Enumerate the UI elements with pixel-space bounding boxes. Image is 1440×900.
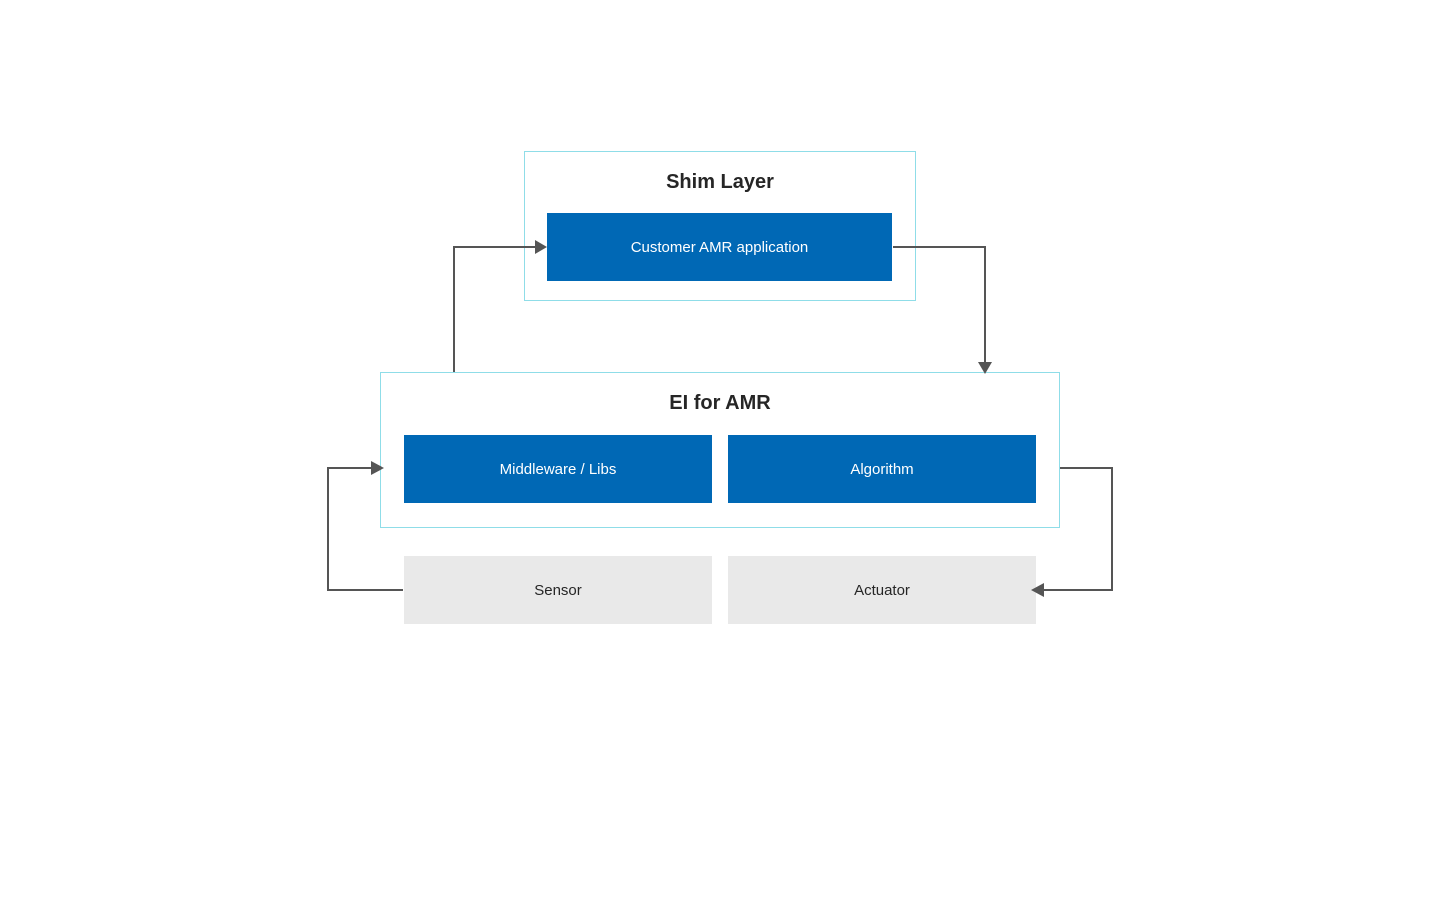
actuator-box: Actuator (728, 556, 1036, 624)
ei-for-amr-title: EI for AMR (669, 392, 771, 414)
customer-amr-application-box: Customer AMR application (547, 213, 892, 281)
sensor-box: Sensor (404, 556, 712, 624)
middleware-libs-box: Middleware / Libs (404, 435, 712, 503)
algorithm-box: Algorithm (728, 435, 1036, 503)
shim-layer-title: Shim Layer (666, 171, 774, 193)
